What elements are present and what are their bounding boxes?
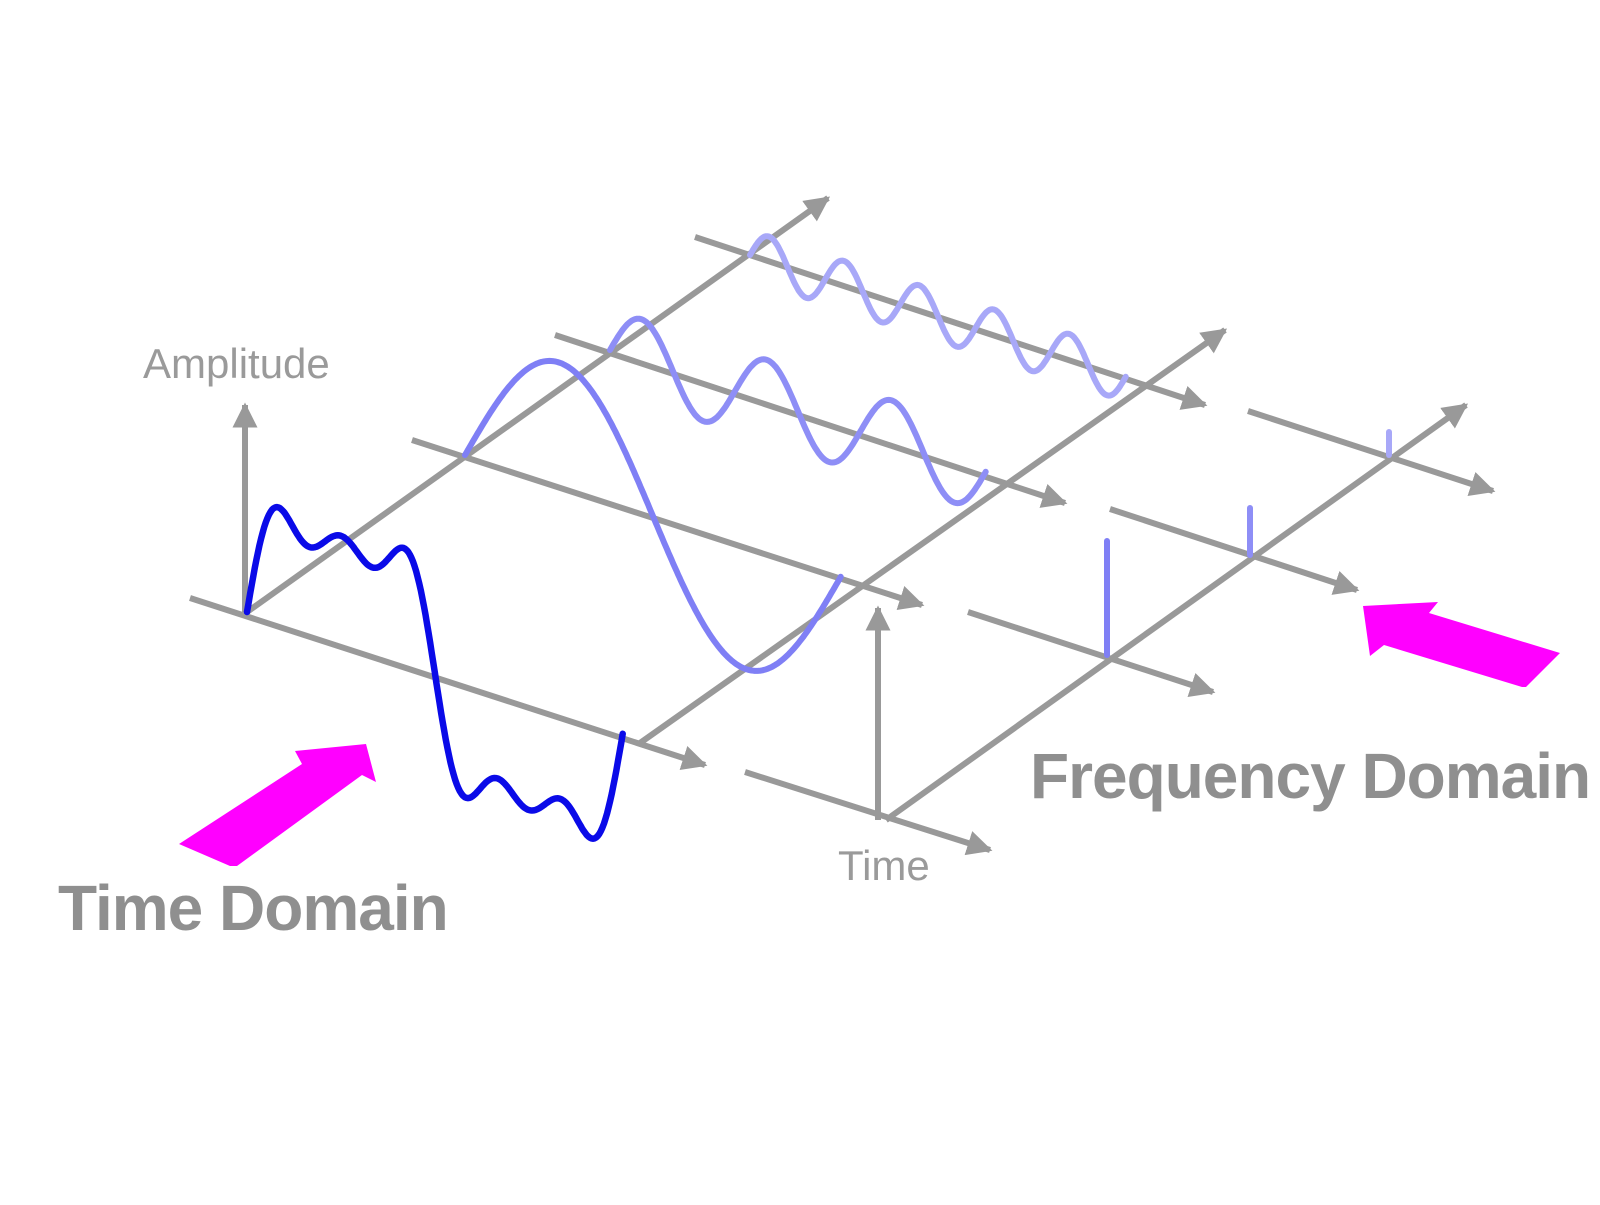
time-axis-line-2 — [411, 437, 925, 611]
fifth-harmonic-wave — [747, 233, 1129, 399]
square-wave-signal — [243, 503, 626, 842]
frequency-domain-grid — [744, 402, 1496, 856]
frequency-axis-line-3 — [1109, 506, 1360, 595]
fundamental-sine-wave — [462, 357, 844, 674]
frequency-axis-line-1 — [744, 769, 993, 856]
time-domain-view-arrow — [179, 744, 376, 866]
frequency-domain-view-arrow — [1363, 602, 1560, 687]
frequency-axis-line-2 — [967, 609, 1216, 697]
frequency-domain-label: Frequency Domain — [1030, 740, 1590, 812]
amplitude-axis-label: Amplitude — [143, 340, 330, 387]
third-harmonic-wave — [607, 315, 989, 507]
depth-axis-left — [245, 195, 831, 615]
time-domain-label: Time Domain — [58, 872, 448, 944]
time-axis-line-3 — [554, 332, 1068, 508]
time-axis-label: Time — [838, 842, 930, 889]
depth-axis-right — [638, 327, 1228, 746]
time-domain-grid — [189, 195, 1228, 770]
frequency-axis-line-4 — [1247, 408, 1496, 496]
frequency-depth-axis — [884, 402, 1469, 823]
time-axis-line-4 — [694, 234, 1208, 410]
